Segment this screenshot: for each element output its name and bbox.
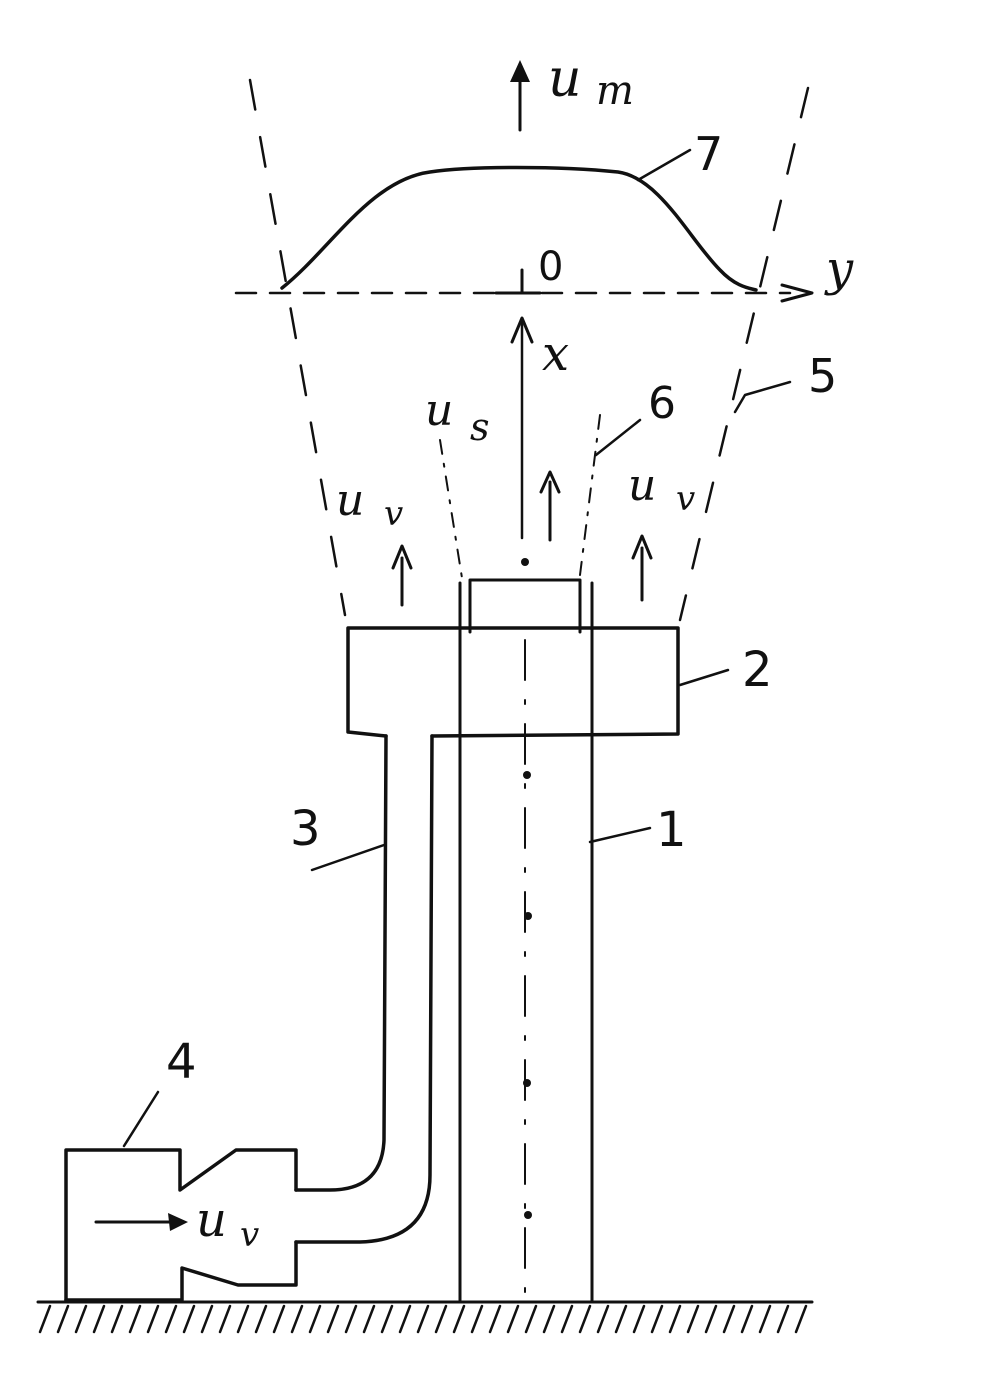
hatch-stroke bbox=[236, 1304, 250, 1334]
label-uv-right: u bbox=[628, 460, 656, 511]
hatch-stroke bbox=[434, 1304, 448, 1334]
label-uv-left: u bbox=[336, 475, 364, 526]
hatch-stroke bbox=[704, 1304, 718, 1334]
label-y-axis: y bbox=[824, 241, 854, 297]
velocity-profile bbox=[280, 165, 758, 292]
label-uv-inlet: u bbox=[196, 1192, 227, 1248]
inner-mixing-layer bbox=[439, 414, 601, 579]
hatch-stroke bbox=[560, 1304, 574, 1334]
label-us-sub: s bbox=[470, 405, 490, 449]
hatch-stroke bbox=[452, 1304, 466, 1334]
hatch-stroke bbox=[758, 1304, 772, 1334]
callout-6: 6 bbox=[648, 378, 676, 429]
label-origin: 0 bbox=[538, 244, 563, 290]
hatch-stroke bbox=[74, 1304, 88, 1334]
fan-unit bbox=[64, 1148, 298, 1302]
callout-5: 5 bbox=[808, 349, 837, 403]
x-axis-arrow bbox=[494, 268, 542, 540]
hatch-stroke bbox=[614, 1304, 628, 1334]
hatch-stroke bbox=[164, 1304, 178, 1334]
hatch-stroke bbox=[128, 1304, 142, 1334]
hatch-stroke bbox=[254, 1304, 268, 1334]
hatch-stroke bbox=[308, 1304, 322, 1334]
hatch-stroke bbox=[578, 1304, 592, 1334]
hatch-stroke bbox=[542, 1304, 556, 1334]
hatch-stroke bbox=[38, 1304, 52, 1334]
uv-arrow-right bbox=[631, 534, 653, 602]
hatch-stroke bbox=[110, 1304, 124, 1334]
hatch-stroke bbox=[524, 1304, 538, 1334]
label-um: u bbox=[548, 49, 582, 109]
hatch-stroke bbox=[272, 1304, 286, 1334]
label-uv-left-sub: v bbox=[384, 494, 403, 534]
jet-boundaries bbox=[248, 78, 810, 622]
leader-lines bbox=[122, 148, 792, 1148]
annular-nozzle bbox=[346, 626, 680, 738]
hatch-stroke bbox=[470, 1304, 484, 1334]
hatch-stroke bbox=[326, 1304, 340, 1334]
label-um-sub: m bbox=[596, 68, 634, 114]
callout-3: 3 bbox=[290, 801, 321, 857]
hatch-stroke bbox=[776, 1304, 790, 1334]
um-arrow bbox=[510, 60, 530, 132]
hatch-stroke bbox=[398, 1304, 412, 1334]
callout-4: 4 bbox=[166, 1034, 197, 1090]
hatch-stroke bbox=[596, 1304, 610, 1334]
hatch-stroke bbox=[488, 1304, 502, 1334]
hatch-stroke bbox=[632, 1304, 646, 1334]
ground bbox=[36, 1300, 814, 1334]
callout-1: 1 bbox=[656, 802, 687, 858]
hatch-stroke bbox=[740, 1304, 754, 1334]
callout-2: 2 bbox=[742, 642, 773, 698]
hatch-stroke bbox=[722, 1304, 736, 1334]
hatch-stroke bbox=[200, 1304, 214, 1334]
callouts: 7 6 5 2 1 3 4 bbox=[166, 127, 837, 1090]
central-pipe bbox=[458, 578, 594, 1302]
ground-hatching bbox=[38, 1304, 808, 1334]
hatch-stroke bbox=[290, 1304, 304, 1334]
label-x-axis: x bbox=[542, 326, 569, 382]
label-us: u bbox=[425, 385, 453, 436]
hatch-stroke bbox=[146, 1304, 160, 1334]
hatch-stroke bbox=[344, 1304, 358, 1334]
hatch-stroke bbox=[686, 1304, 700, 1334]
hatch-stroke bbox=[668, 1304, 682, 1334]
uv-arrow-left bbox=[391, 544, 413, 607]
hatch-stroke bbox=[380, 1304, 394, 1334]
callout-7: 7 bbox=[694, 127, 723, 181]
hatch-stroke bbox=[56, 1304, 70, 1334]
labels: u m 0 x y u s u v u v u v bbox=[196, 49, 854, 1255]
hatch-stroke bbox=[182, 1304, 196, 1334]
hatch-stroke bbox=[794, 1304, 808, 1334]
hatch-stroke bbox=[650, 1304, 664, 1334]
us-arrow bbox=[539, 470, 561, 542]
hatch-stroke bbox=[92, 1304, 106, 1334]
hatch-stroke bbox=[416, 1304, 430, 1334]
label-uv-inlet-sub: v bbox=[240, 1215, 259, 1255]
label-uv-right-sub: v bbox=[676, 479, 695, 519]
hatch-stroke bbox=[362, 1304, 376, 1334]
supply-duct bbox=[294, 734, 434, 1244]
centerline bbox=[521, 558, 532, 1301]
hatch-stroke bbox=[506, 1304, 520, 1334]
hatch-stroke bbox=[218, 1304, 232, 1334]
